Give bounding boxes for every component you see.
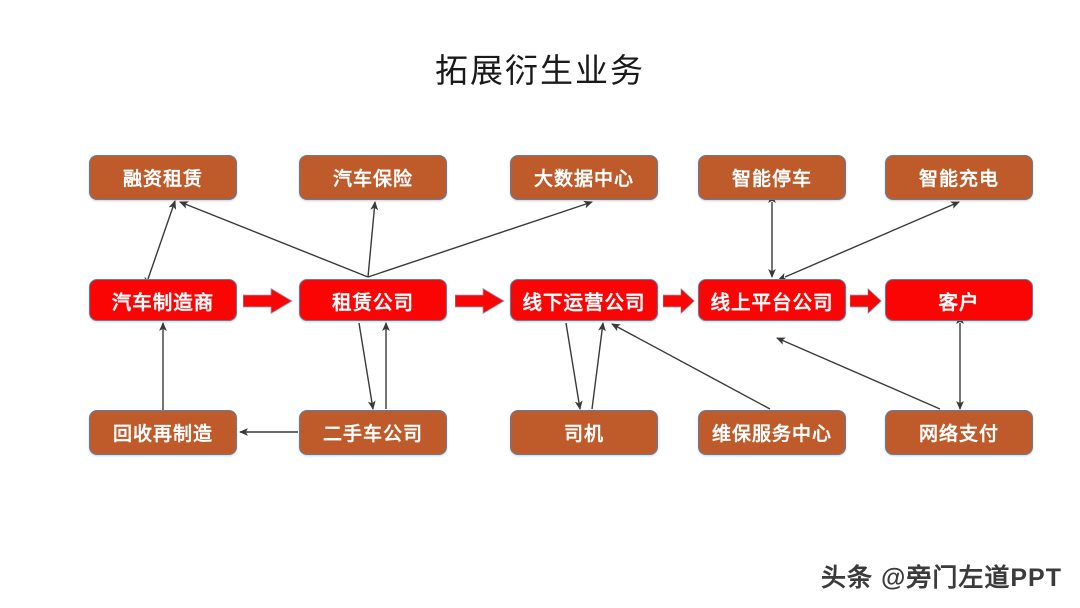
page-title: 拓展衍生业务 xyxy=(435,52,645,89)
node-auto-manufacturer[interactable]: 汽车制造商 xyxy=(89,279,237,321)
node-online-payment[interactable]: 网络支付 xyxy=(885,410,1033,455)
flow-arrow-icon-offline-to-online xyxy=(662,287,695,315)
node-auto-insurance[interactable]: 汽车保险 xyxy=(299,155,447,200)
flow-arrow-icon-leasing-to-offline xyxy=(454,287,505,315)
node-online-platform-company[interactable]: 线上平台公司 xyxy=(698,279,846,321)
link-maintenance-offline xyxy=(611,323,771,410)
node-offline-operating-company[interactable]: 线下运营公司 xyxy=(510,279,658,321)
link-payment-online-platform xyxy=(776,337,941,410)
link-leasing-big-data xyxy=(367,200,593,278)
node-recycling-remanufacturing[interactable]: 回收再制造 xyxy=(89,410,237,455)
node-used-car-company[interactable]: 二手车公司 xyxy=(299,410,447,455)
node-driver[interactable]: 司机 xyxy=(510,410,658,455)
link-leasing-financial-leasing xyxy=(179,201,369,278)
link-leasing-used-car xyxy=(358,322,376,410)
flow-arrow-icon-online-to-customer xyxy=(849,287,882,315)
flow-arrow-icon-manufacturer-to-leasing xyxy=(242,287,293,315)
link-driver-offline xyxy=(591,322,606,410)
link-offline-driver xyxy=(565,322,583,410)
link-online-platform-smart-charging xyxy=(777,201,960,281)
link-manufacturer-financial-leasing xyxy=(144,200,177,287)
node-smart-parking[interactable]: 智能停车 xyxy=(698,155,846,200)
node-leasing-company[interactable]: 租赁公司 xyxy=(299,279,447,321)
node-financial-leasing[interactable]: 融资租赁 xyxy=(89,155,237,200)
link-leasing-auto-insurance xyxy=(367,201,379,278)
node-customer[interactable]: 客户 xyxy=(885,279,1033,321)
watermark: 头条 @旁门左道PPT xyxy=(821,564,1062,592)
node-smart-charging[interactable]: 智能充电 xyxy=(885,155,1033,200)
node-maintenance-service-center[interactable]: 维保服务中心 xyxy=(698,410,846,455)
node-big-data-center[interactable]: 大数据中心 xyxy=(510,155,658,200)
